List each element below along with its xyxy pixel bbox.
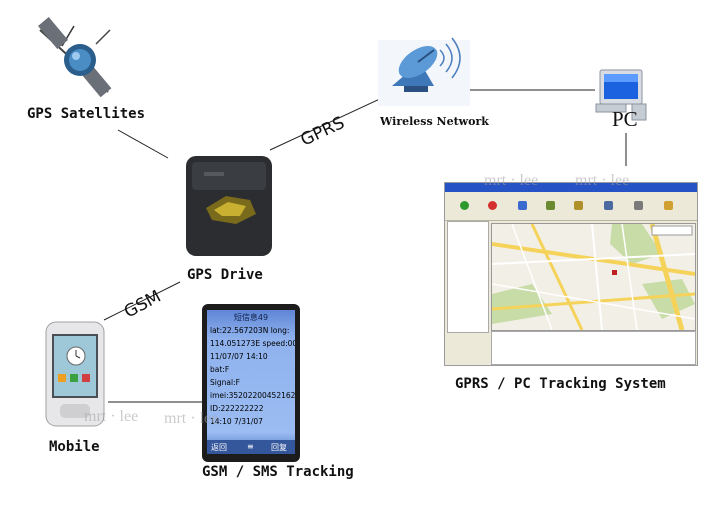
connector-drive-network xyxy=(269,97,383,151)
sms-line: 11/07/07 14:10 xyxy=(210,352,268,361)
label-gps-drive: GPS Drive xyxy=(187,267,263,283)
menu-icon[interactable]: ≡ xyxy=(247,442,254,451)
label-wireless-network: Wireless Network xyxy=(380,115,489,128)
connector-satellite-drive xyxy=(117,129,169,159)
label-pc: PC xyxy=(612,107,638,131)
watermark-mobile: mrt · lee xyxy=(84,408,139,425)
sms-back-key[interactable]: 返回 xyxy=(211,443,227,452)
software-toolbar xyxy=(445,200,697,221)
map-panel xyxy=(491,223,696,331)
tracking-data-table xyxy=(491,331,696,365)
sms-line: bat:F xyxy=(210,365,230,374)
sms-line: 114.051273E speed:000.0 xyxy=(210,339,295,348)
sms-line: ID:222222222 xyxy=(210,404,264,413)
software-title-bar xyxy=(445,183,697,192)
sms-line: imei:352022004521624 xyxy=(210,391,295,400)
software-menu-bar xyxy=(445,192,697,200)
toolbar-button xyxy=(475,201,509,219)
sms-screen: 短信息49 lat:22.567203N long: 114.051273E s… xyxy=(207,310,295,454)
label-gps-satellites: GPS Satellites xyxy=(27,106,146,122)
label-gsm-sms-tracking: GSM / SMS Tracking xyxy=(202,464,354,480)
tracking-software-screenshot xyxy=(444,182,698,366)
toolbar-button xyxy=(533,201,567,219)
sms-softkey-bar: 返回 ≡ 回复 xyxy=(207,440,295,454)
sms-header: 短信息49 xyxy=(233,313,269,322)
edge-label-gsm: GSM xyxy=(121,287,165,323)
connector-drive-mobile xyxy=(103,281,181,321)
watermark-sms: mrt · lee xyxy=(164,410,219,427)
sms-line: lat:22.567203N long: xyxy=(210,326,290,335)
toolbar-button xyxy=(505,201,539,219)
sms-line: Signal:F xyxy=(210,378,240,387)
street-map xyxy=(492,224,695,330)
sms-line: 14:10 7/31/07 xyxy=(210,417,263,426)
smartphone-icon xyxy=(45,321,105,427)
gps-tracker-device xyxy=(186,156,272,256)
label-gprs-pc-tracking: GPRS / PC Tracking System xyxy=(455,376,666,392)
label-mobile: Mobile xyxy=(49,439,100,455)
sms-reply-key[interactable]: 回复 xyxy=(271,443,287,452)
satellite-dish-icon xyxy=(378,37,470,106)
watermark-pc-right: mrt · lee xyxy=(575,172,630,189)
toolbar-button xyxy=(561,201,595,219)
edge-label-gprs: GPRS xyxy=(298,113,348,151)
toolbar-button xyxy=(591,201,625,219)
toolbar-button xyxy=(621,201,655,219)
satellite-icon xyxy=(37,17,112,98)
watermark-pc: mrt · lee xyxy=(484,172,539,189)
device-tree-panel xyxy=(447,221,489,333)
toolbar-button xyxy=(651,201,685,219)
computer-icon xyxy=(595,69,647,121)
toolbar-button xyxy=(447,201,481,219)
